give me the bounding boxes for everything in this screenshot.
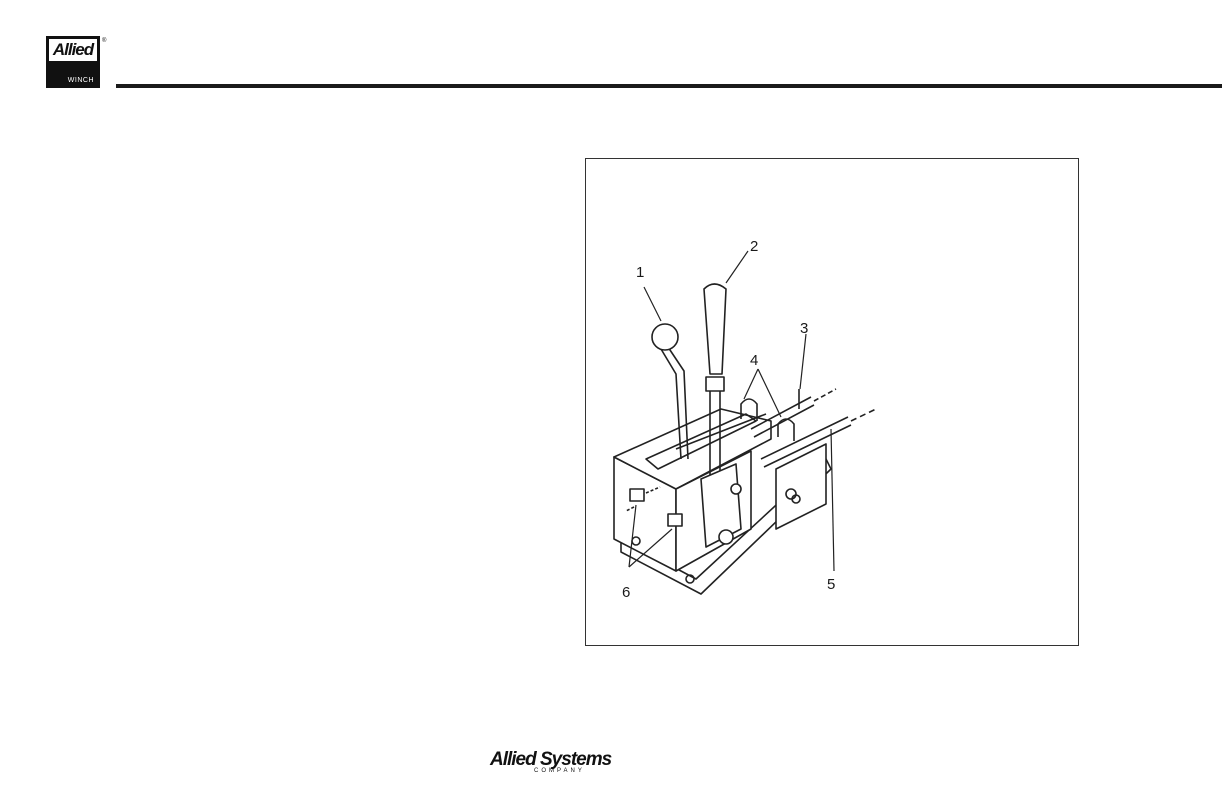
fitting-lower: [668, 514, 682, 526]
registered-mark: ®: [102, 38, 106, 44]
header-rule: [116, 84, 1222, 88]
cable-5-dash: [851, 409, 876, 421]
lever-1-knob: [652, 324, 678, 350]
leader-1: [644, 287, 661, 321]
footer-subtext: COMPANY: [534, 768, 585, 774]
lever-2-collar: [706, 377, 724, 391]
leader-4a: [744, 369, 758, 399]
callout-1: 1: [636, 264, 644, 281]
logo-subtext: WINCH: [68, 77, 94, 84]
leader-2: [726, 251, 748, 283]
callout-6: 6: [622, 584, 630, 601]
cable-3-leader-dash: [814, 389, 836, 401]
leader-3: [800, 334, 806, 389]
callout-4: 4: [750, 352, 758, 369]
linkage-pin: [719, 530, 733, 544]
callout-2: 2: [750, 238, 758, 255]
allied-winch-logo: Allied WINCH: [46, 36, 100, 88]
callout-3: 3: [800, 320, 808, 337]
leader-4b: [758, 369, 781, 417]
logo-wordmark: Allied: [53, 40, 93, 60]
control-valve-figure: 1 2 3 4 5 6: [585, 158, 1079, 646]
allied-systems-logo: Allied Systems COMPANY: [490, 749, 620, 777]
control-valve-illustration: 1 2 3 4 5 6: [586, 159, 1080, 647]
bracket-nut: [786, 489, 796, 499]
fitting-upper: [630, 489, 644, 501]
callout-5: 5: [827, 576, 835, 593]
lever-2-grip: [704, 284, 726, 374]
linkage-bolt: [731, 484, 741, 494]
leader-5: [831, 429, 834, 571]
logo-top-panel: Allied: [49, 39, 97, 61]
